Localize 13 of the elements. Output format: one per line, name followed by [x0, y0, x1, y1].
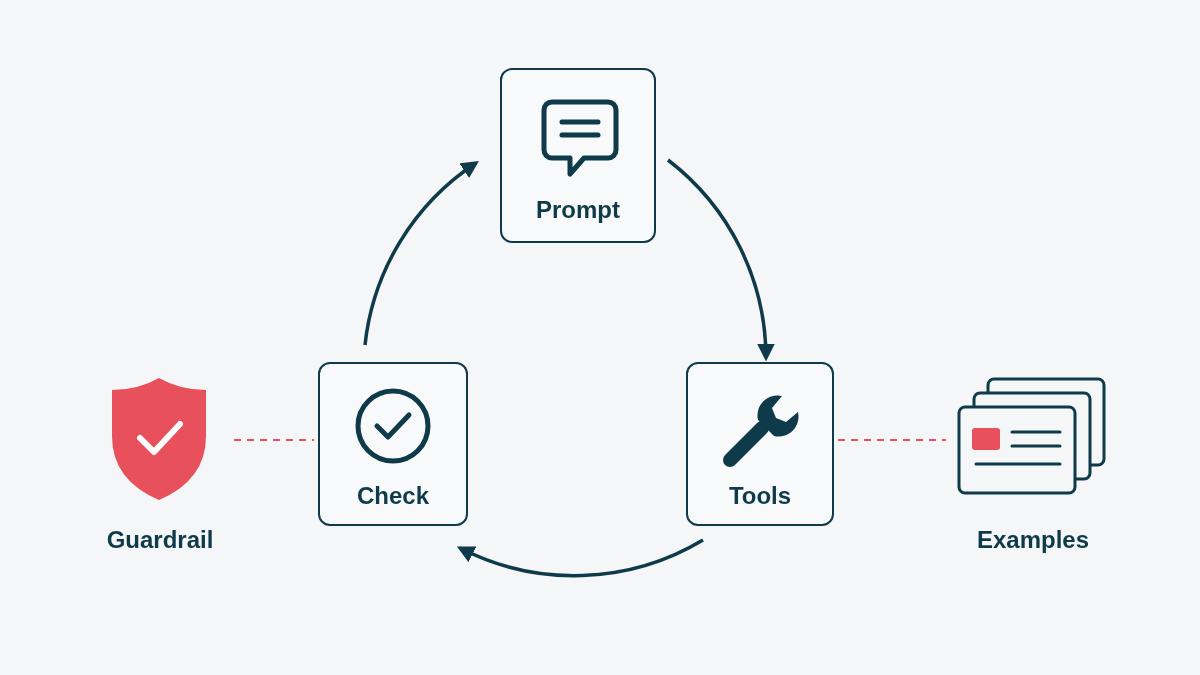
step-box — [686, 362, 834, 526]
item-label: Examples — [975, 526, 1091, 554]
dashed-connector — [837, 439, 947, 441]
step-box — [500, 68, 656, 243]
curved-arrow — [666, 158, 774, 362]
step-label: Prompt — [535, 196, 621, 224]
item-label: Guardrail — [105, 526, 215, 554]
curved-arrow — [363, 160, 479, 346]
step-label: Tools — [727, 482, 793, 510]
curved-arrow — [456, 538, 704, 578]
step-box — [318, 362, 468, 526]
dashed-connector — [233, 439, 315, 441]
step-label: Check — [355, 482, 430, 510]
